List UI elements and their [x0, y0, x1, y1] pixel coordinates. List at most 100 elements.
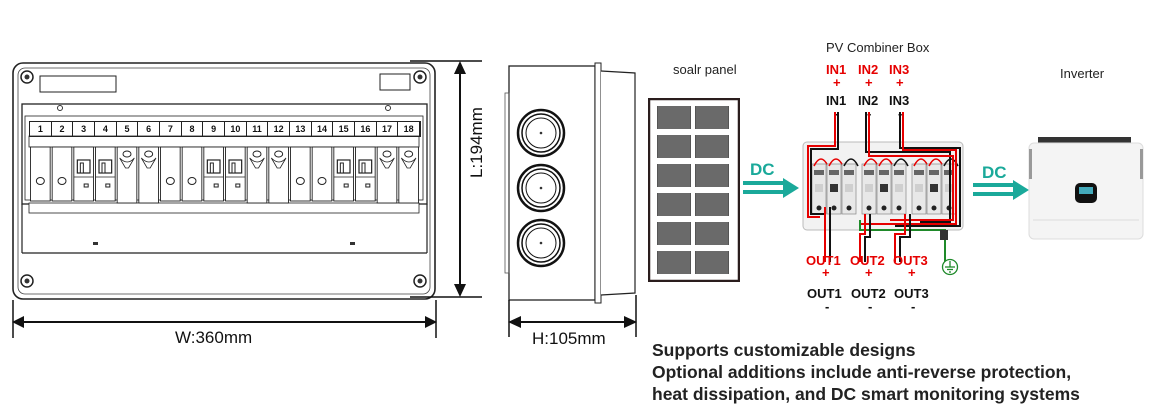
breaker-row [30, 146, 419, 204]
description-line-2: Optional additions include anti-reverse … [652, 362, 1072, 382]
screw-icon [413, 70, 427, 84]
isolator-module [290, 146, 311, 202]
solar-cell [657, 106, 691, 129]
din-module [926, 158, 944, 215]
isolator-module [181, 146, 203, 202]
mcb-module [225, 146, 246, 202]
slot-number: 5 [117, 122, 139, 136]
solar-panel-icon [648, 98, 740, 282]
plus-sign: + [822, 265, 830, 280]
cable-gland-icon [516, 163, 566, 213]
solar-cell [695, 222, 729, 245]
slot-number: 4 [95, 122, 117, 136]
out2-positive-label: OUT2 [850, 253, 885, 268]
mcb-module [95, 146, 116, 202]
in3-negative-label: IN3 [889, 93, 910, 108]
din-module [861, 158, 879, 215]
mcb-module [73, 146, 94, 202]
mcb-module [203, 146, 224, 202]
combiner-box-drawing [802, 112, 964, 262]
solar-cell [695, 251, 729, 274]
slot-number: 11 [247, 122, 269, 136]
out3-positive-label: OUT3 [893, 253, 928, 268]
width-label: W:360mm [175, 328, 253, 347]
din-module [826, 158, 844, 215]
minus-sign: - [911, 299, 916, 314]
plus-sign: + [865, 75, 873, 90]
in2-negative-label: IN2 [858, 93, 879, 108]
in2-positive-label: IN2 [858, 62, 879, 77]
slot-number: 13 [290, 122, 312, 136]
slot-number: 18 [398, 122, 420, 136]
din-module [876, 158, 894, 215]
slot-number: 15 [333, 122, 355, 136]
din-module [891, 158, 909, 215]
fuse-module [116, 146, 138, 204]
fuse-module [398, 146, 419, 204]
slot-number: 17 [377, 122, 399, 136]
length-label: L:194mm [467, 107, 486, 178]
solar-cell [657, 251, 691, 274]
side-view-drawing [504, 62, 637, 337]
front-view-drawing [12, 60, 482, 338]
inverter-icon [1028, 137, 1144, 240]
out1-positive-label: OUT1 [806, 253, 841, 268]
slot-number: 1 [30, 122, 52, 136]
height-label: H:105mm [532, 329, 606, 348]
screw-icon [413, 274, 427, 288]
isolator-module [51, 146, 73, 202]
dc-arrow-icon [973, 180, 1029, 200]
mcb-module [333, 146, 354, 202]
solar-cell [695, 135, 729, 158]
din-module [811, 158, 829, 215]
solar-cell [657, 164, 691, 187]
din-module [841, 158, 859, 215]
solar-cell [695, 193, 729, 216]
slot-number: 12 [268, 122, 290, 136]
out2-negative-label: OUT2 [851, 286, 886, 301]
slot-number: 14 [312, 122, 334, 136]
label-plate [39, 75, 117, 93]
label-plate [379, 73, 411, 91]
in1-positive-label: IN1 [826, 62, 847, 77]
side-view: H:105mm [495, 55, 645, 355]
solar-cell [657, 222, 691, 245]
in3-positive-label: IN3 [889, 62, 910, 77]
description-line-1: Supports customizable designs [652, 340, 916, 360]
plus-sign: + [908, 265, 916, 280]
ground-icon [941, 258, 959, 276]
isolator-module [30, 146, 51, 202]
fuse-module [268, 146, 289, 204]
slot-number: 16 [355, 122, 377, 136]
in1-negative-label: IN1 [826, 93, 847, 108]
cable-gland-icon [516, 108, 566, 158]
minus-sign: - [868, 299, 873, 314]
slot-number: 9 [203, 122, 225, 136]
minus-sign: - [825, 299, 830, 314]
out3-negative-label: OUT3 [894, 286, 929, 301]
slot-number: 7 [160, 122, 182, 136]
solar-cell [657, 193, 691, 216]
dc-arrow-icon [743, 178, 799, 198]
fuse-module [138, 146, 159, 204]
dc-label-1: DC [750, 160, 775, 179]
plus-sign: + [833, 75, 841, 90]
dc-label-2: DC [982, 163, 1007, 182]
inverter-label: Inverter [1060, 66, 1105, 81]
slot-number: 10 [225, 122, 247, 136]
mcb-module [355, 146, 376, 202]
slot-number: 3 [73, 122, 95, 136]
solar-panel-label: soalr panel [673, 62, 737, 77]
solar-cell [657, 135, 691, 158]
fuse-module [246, 146, 268, 204]
solar-cell [695, 106, 729, 129]
slot-number: 2 [52, 122, 74, 136]
slot-number: 8 [182, 122, 204, 136]
din-module [911, 158, 929, 215]
screw-icon [20, 70, 34, 84]
slot-number: 6 [138, 122, 160, 136]
cable-gland-icon [516, 218, 566, 268]
description-line-3: heat dissipation, and DC smart monitorin… [652, 384, 1080, 404]
fuse-module [376, 146, 398, 204]
